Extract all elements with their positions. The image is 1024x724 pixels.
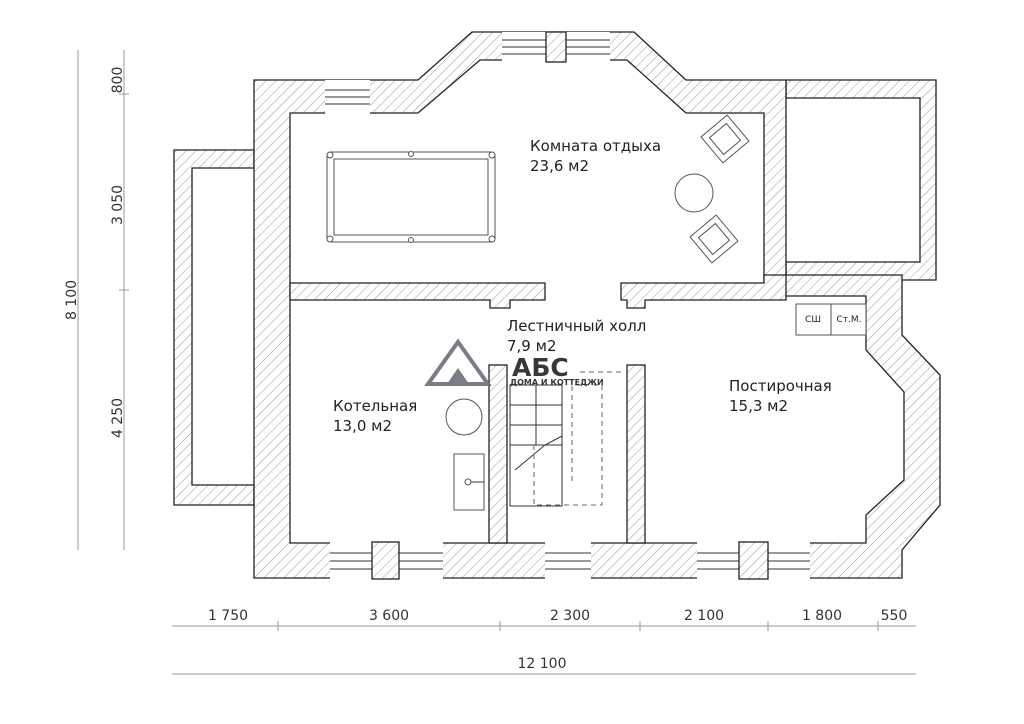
left-terrace bbox=[173, 149, 255, 506]
room-area-lounge: 23,6 м2 bbox=[530, 157, 589, 175]
dim-h-2: 3 600 bbox=[369, 608, 409, 624]
dim-h-1: 1 750 bbox=[208, 608, 248, 624]
dryer bbox=[795, 303, 832, 336]
room-area-boiler: 13,0 м2 bbox=[333, 417, 392, 435]
windows bbox=[325, 32, 810, 579]
boiler bbox=[445, 398, 483, 436]
watermark-logo: АБС ДОМА И КОТТЕДЖИ bbox=[424, 338, 604, 387]
interior-walls bbox=[289, 274, 787, 544]
staircase bbox=[509, 371, 625, 507]
armchair bbox=[700, 114, 750, 164]
armchair bbox=[689, 214, 739, 264]
dim-v-2: 3 050 bbox=[110, 185, 126, 225]
dim-h-6: 550 bbox=[881, 608, 908, 624]
dim-v-3: 4 250 bbox=[110, 398, 126, 438]
dim-h-total: 12 100 bbox=[518, 656, 567, 672]
dim-v-total: 8 100 bbox=[64, 280, 80, 320]
washer-label: Ст.М. bbox=[836, 315, 861, 325]
billiard-table bbox=[326, 151, 496, 243]
dim-h-5: 1 800 bbox=[802, 608, 842, 624]
pier bbox=[738, 541, 769, 580]
room-name-stair-hall: Лестничный холл bbox=[507, 317, 646, 335]
right-annex bbox=[785, 79, 937, 281]
horizontal-dimensions: 1 750 3 600 2 300 2 100 1 800 550 12 100 bbox=[172, 608, 916, 675]
room-name-boiler: Котельная bbox=[333, 397, 417, 415]
appliances: СШ Ст.М. bbox=[795, 303, 867, 336]
room-area-laundry: 15,3 м2 bbox=[729, 397, 788, 415]
dryer-label: СШ bbox=[805, 315, 821, 325]
room-name-lounge: Комната отдыха bbox=[530, 137, 661, 155]
logo-mark: АБС bbox=[512, 353, 569, 382]
logo-tagline: ДОМА И КОТТЕДЖИ bbox=[510, 378, 604, 387]
dim-h-3: 2 300 bbox=[550, 608, 590, 624]
dim-v-1: 800 bbox=[110, 67, 126, 94]
dim-h-4: 2 100 bbox=[684, 608, 724, 624]
vertical-dimensions: 800 3 050 4 250 8 100 bbox=[64, 50, 129, 550]
sink bbox=[453, 453, 485, 511]
room-area-stair-hall: 7,9 м2 bbox=[507, 337, 556, 355]
room-name-laundry: Постирочная bbox=[729, 377, 832, 395]
washer bbox=[830, 303, 867, 336]
round-table bbox=[674, 173, 714, 213]
pier bbox=[371, 541, 400, 580]
pier bbox=[545, 31, 567, 63]
